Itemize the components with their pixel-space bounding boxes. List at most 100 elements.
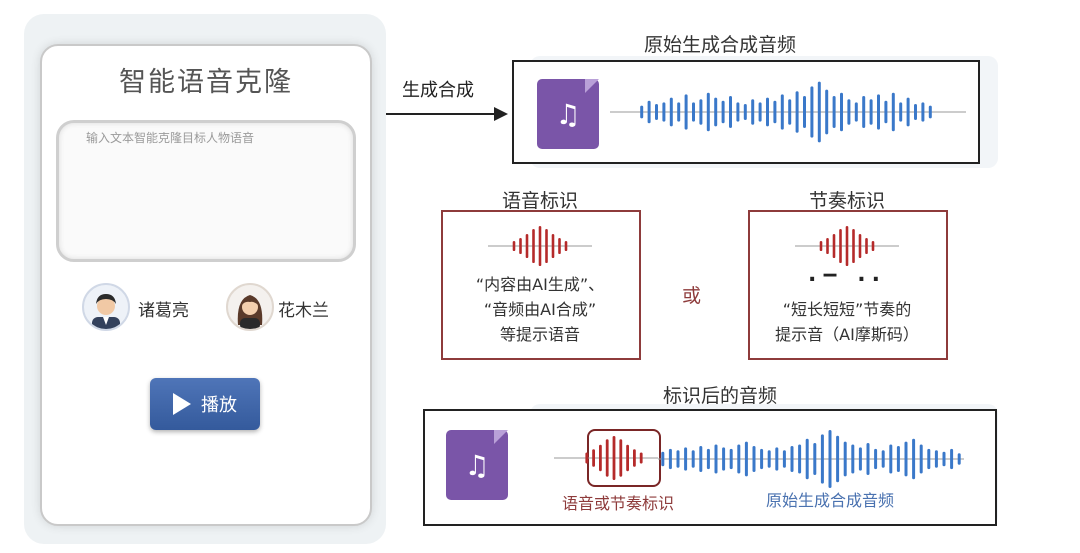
waveform-bar <box>847 99 851 125</box>
waveform-bar <box>871 241 875 251</box>
waveform-bar <box>828 430 832 488</box>
music-file-icon: ♫ <box>537 79 599 149</box>
waveform-bar <box>729 96 732 128</box>
waveform-bar <box>906 97 910 127</box>
waveform-bar <box>852 229 855 263</box>
waveform-bar <box>854 102 858 122</box>
waveform-bar <box>512 241 516 251</box>
waveform-bar <box>866 443 870 475</box>
waveform-bar <box>684 94 688 130</box>
waveform-bar <box>874 448 878 470</box>
waveform-bar <box>795 91 799 133</box>
original-audio-title: 原始生成合成音频 <box>643 34 796 56</box>
voice-marker-title: 语音标识 <box>501 190 578 212</box>
waveform-bar <box>744 441 748 477</box>
text-input-placeholder: 输入文本智能克隆目标人物语音 <box>86 131 255 145</box>
rhythm-marker-waveform <box>795 226 899 266</box>
or-label: 或 <box>682 285 702 307</box>
waveform-bar <box>722 447 726 471</box>
voice-marker-line-2: “音频由AI合成” <box>483 300 597 319</box>
waveform-bar <box>851 444 855 474</box>
voice-marker-line-3: 等提示语音 <box>499 325 580 344</box>
waveform-bar <box>942 451 946 467</box>
waveform-bar <box>677 102 681 122</box>
voice-label-mulan: 花木兰 <box>278 301 329 321</box>
text-input[interactable] <box>56 120 356 262</box>
waveform-bar <box>919 444 923 474</box>
waveform-bar <box>655 104 658 120</box>
waveform-bar <box>714 97 718 127</box>
waveform-bar <box>836 435 840 483</box>
play-button-label: 播放 <box>201 395 237 416</box>
waveform-bar <box>813 443 817 475</box>
original-caption: 原始生成合成音频 <box>766 491 895 510</box>
waveform-bar <box>912 438 916 480</box>
waveform-bar <box>832 234 836 258</box>
waveform-bar <box>585 452 589 464</box>
waveform-bar <box>691 450 695 468</box>
waveform-bar <box>927 448 931 470</box>
waveform-bar <box>758 102 762 122</box>
voice-label-zhugeliang: 诸葛亮 <box>138 301 189 321</box>
waveform-bar <box>832 96 836 128</box>
waveform-bar <box>626 444 629 472</box>
waveform-bar <box>798 444 802 474</box>
waveform-bar <box>525 234 529 258</box>
waveform-bar <box>519 238 522 254</box>
waveform-bar <box>950 448 954 470</box>
panel-title: 智能语音克隆 <box>119 67 293 98</box>
waveform-bar <box>736 102 740 122</box>
waveform-bar <box>729 448 733 470</box>
waveform-bar <box>869 99 873 125</box>
waveform-bar <box>706 448 710 470</box>
waveform-bar <box>737 444 741 474</box>
marked-audio-box <box>423 409 997 526</box>
waveform-bar <box>721 100 725 124</box>
waveform-bar <box>699 445 703 473</box>
waveform-bar <box>934 450 938 468</box>
original-waveform <box>610 81 966 143</box>
waveform-bar <box>743 104 747 120</box>
waveform-bar <box>889 444 893 474</box>
waveform-bar <box>790 445 794 473</box>
waveform-bar <box>684 447 688 471</box>
voice-option-mulan[interactable] <box>226 283 274 331</box>
waveform-bar <box>817 81 821 143</box>
waveform-bar <box>858 234 862 258</box>
waveform-bar <box>551 234 555 258</box>
waveform-bar <box>661 451 665 467</box>
waveform-bar <box>904 441 908 477</box>
woman-avatar-icon <box>226 283 274 331</box>
waveform-bar <box>751 99 755 125</box>
waveform-bar <box>865 238 868 254</box>
play-button[interactable]: 播放 <box>150 378 260 430</box>
waveform-bar <box>662 102 666 122</box>
waveform-bar <box>858 447 862 471</box>
music-file-icon: ♫ <box>446 430 508 500</box>
voice-option-zhugeliang[interactable] <box>82 283 130 331</box>
waveform-bar <box>714 444 718 474</box>
waveform-bar <box>845 226 849 266</box>
waveform-bar <box>843 441 847 477</box>
waveform-bar <box>699 99 703 125</box>
rhythm-marker-text: “短长短短”节奏的 提示音（AI摩斯码） <box>748 297 946 347</box>
man-avatar-icon <box>82 283 130 331</box>
voice-marker-text: “内容由AI生成”、 “音频由AI合成” 等提示语音 <box>441 272 639 347</box>
waveform-bar <box>840 92 843 132</box>
rhythm-marker-line-2: 提示音（AI摩斯码） <box>775 325 919 344</box>
marker-caption: 语音或节奏标识 <box>562 494 675 513</box>
waveform-bar <box>825 89 829 135</box>
waveform-bar <box>612 436 616 480</box>
waveform-bar <box>640 105 644 119</box>
waveform-bar <box>592 449 595 467</box>
waveform-bar <box>928 105 932 119</box>
waveform-bar <box>766 97 769 127</box>
waveform-bar <box>668 448 672 470</box>
waveform-bar <box>805 438 809 480</box>
voice-marker-waveform <box>488 226 592 266</box>
waveform-bar <box>752 445 756 473</box>
waveform-bar <box>782 450 786 468</box>
arrow-head <box>494 107 508 121</box>
waveform-bar <box>545 229 548 263</box>
waveform-bar <box>676 450 680 468</box>
